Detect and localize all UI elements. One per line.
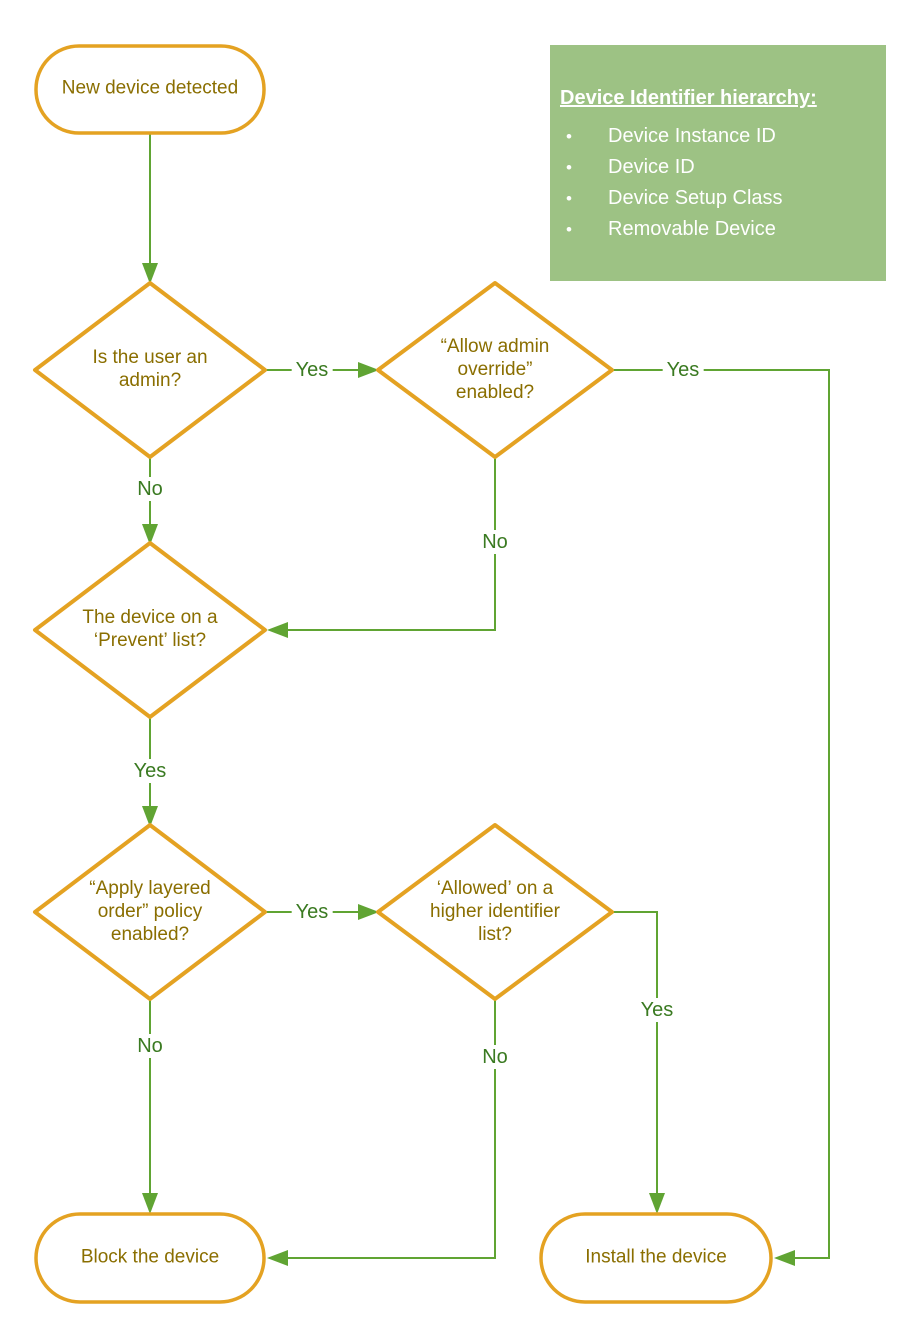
node-shape-prevent [33, 541, 267, 719]
arrowhead-down-icon [142, 263, 158, 284]
node-shape-block [34, 1212, 266, 1304]
legend-title: Device Identifier hierarchy: [560, 87, 817, 109]
arrowhead-down-icon [142, 806, 158, 827]
arrowhead-down-icon [142, 1193, 158, 1214]
legend-item-label: Removable Device [608, 218, 776, 240]
bullet-icon: • [566, 220, 572, 239]
connector-admin-prevent [142, 457, 158, 545]
node-shape-override [376, 281, 614, 459]
arrowhead-down-icon [649, 1193, 665, 1214]
node-shape-layered [33, 823, 267, 1001]
node-shape-install [539, 1212, 773, 1304]
node-shape-higher [376, 823, 614, 1001]
node-shape-admin [33, 281, 267, 459]
connector-override-prevent [267, 457, 496, 638]
edge-label-prevent-layered: Yes [129, 759, 171, 783]
connector-override-install [612, 369, 830, 1266]
bullet-icon: • [566, 158, 572, 177]
legend-list: • Device Instance ID • Device ID • Devic… [560, 121, 876, 245]
arrowhead-left-icon [774, 1250, 795, 1266]
legend-item: • Device ID [560, 152, 876, 183]
node-label-admin: Is the user an admin? [92, 347, 208, 391]
legend-item-label: Device Instance ID [608, 125, 776, 147]
node-label-layered: “Apply layered order” policy enabled? [89, 877, 211, 945]
node-label-higher: ‘Allowed’ on a higher identifier list? [430, 877, 560, 945]
edge-label-layered-block: No [133, 1034, 167, 1058]
legend-item: • Device Instance ID [560, 121, 876, 152]
connector-higher-install [612, 911, 665, 1214]
edge-label-layered-higher: Yes [291, 900, 333, 924]
node-label-block: Block the device [80, 1246, 220, 1268]
edge-label-higher-block: No [478, 1045, 512, 1069]
edge-label-override-install: Yes [662, 358, 704, 382]
edge-label-override-prevent: No [478, 530, 512, 554]
arrowhead-left-icon [267, 622, 288, 638]
edge-label-higher-install: Yes [636, 998, 678, 1022]
legend-item: • Removable Device [560, 214, 876, 245]
device-identifier-legend: Device Identifier hierarchy: • Device In… [550, 45, 886, 281]
node-shape-start [34, 44, 266, 135]
edge-label-admin-prevent: No [133, 477, 167, 501]
connector-layered-block [142, 999, 158, 1214]
connector-start-admin [142, 133, 158, 284]
arrowhead-left-icon [267, 1250, 288, 1266]
node-label-override: “Allow admin override” enabled? [440, 335, 550, 403]
arrowhead-right-icon [358, 904, 379, 920]
legend-item: • Device Setup Class [560, 183, 876, 214]
bullet-icon: • [566, 127, 572, 146]
connector-higher-block [267, 999, 496, 1266]
legend-item-label: Device ID [608, 156, 695, 178]
node-label-install: Install the device [585, 1246, 727, 1268]
bullet-icon: • [566, 189, 572, 208]
node-label-prevent: The device on a ‘Prevent’ list? [82, 607, 218, 651]
legend-item-label: Device Setup Class [608, 187, 783, 209]
edge-label-admin-override: Yes [291, 358, 333, 382]
node-label-start: New device detected [61, 77, 239, 99]
arrowhead-down-icon [142, 524, 158, 545]
arrowhead-right-icon [358, 362, 379, 378]
